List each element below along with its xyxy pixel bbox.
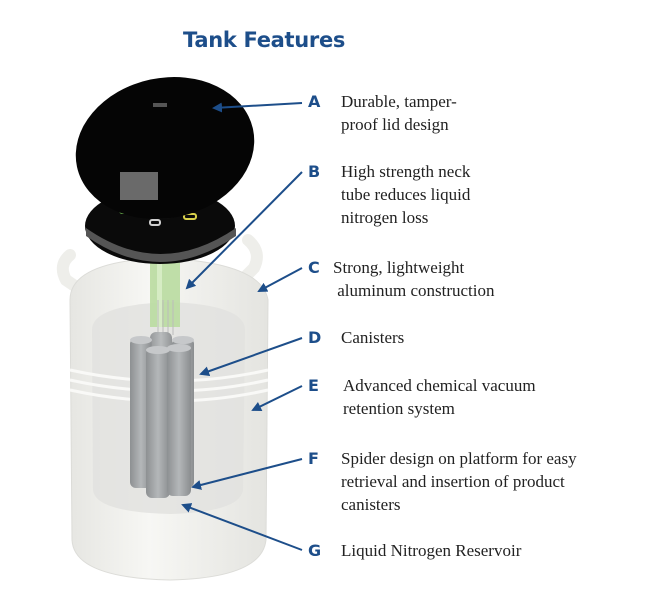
callout-arrows [181, 102, 303, 551]
arrow-c [257, 267, 303, 292]
arrow-f [191, 458, 303, 490]
label-letter-a: A [308, 92, 321, 111]
feature-f-description: Spider design on platform for easy retri… [341, 449, 577, 514]
label-letter-b: B [308, 162, 321, 181]
tank-handles [56, 234, 263, 301]
canisters [130, 332, 194, 498]
feature-a-description: Durable, tamper- proof lid design [341, 92, 457, 134]
label-letter-c: C [308, 258, 320, 277]
arrow-d [199, 337, 303, 377]
feature-c-description: Strong, lightweight aluminum constructio… [333, 258, 495, 300]
label-letter-f: F [308, 449, 319, 468]
feature-g-description: Liquid Nitrogen Reservoir [341, 541, 522, 560]
arrow-e [251, 385, 303, 411]
arrow-g [181, 503, 303, 551]
feature-b-description: High strength neck tube reduces liquid n… [341, 162, 471, 227]
label-letter-g: G [308, 541, 322, 560]
label-letter-e: E [308, 376, 319, 395]
feature-e-description: Advanced chemical vacuum retention syste… [343, 376, 536, 418]
feature-d-description: Canisters [341, 328, 405, 347]
arrow-a [212, 102, 303, 113]
label-letter-d: D [308, 328, 322, 347]
arrow-b [185, 171, 303, 290]
diagram-title: Tank Features [183, 28, 346, 52]
